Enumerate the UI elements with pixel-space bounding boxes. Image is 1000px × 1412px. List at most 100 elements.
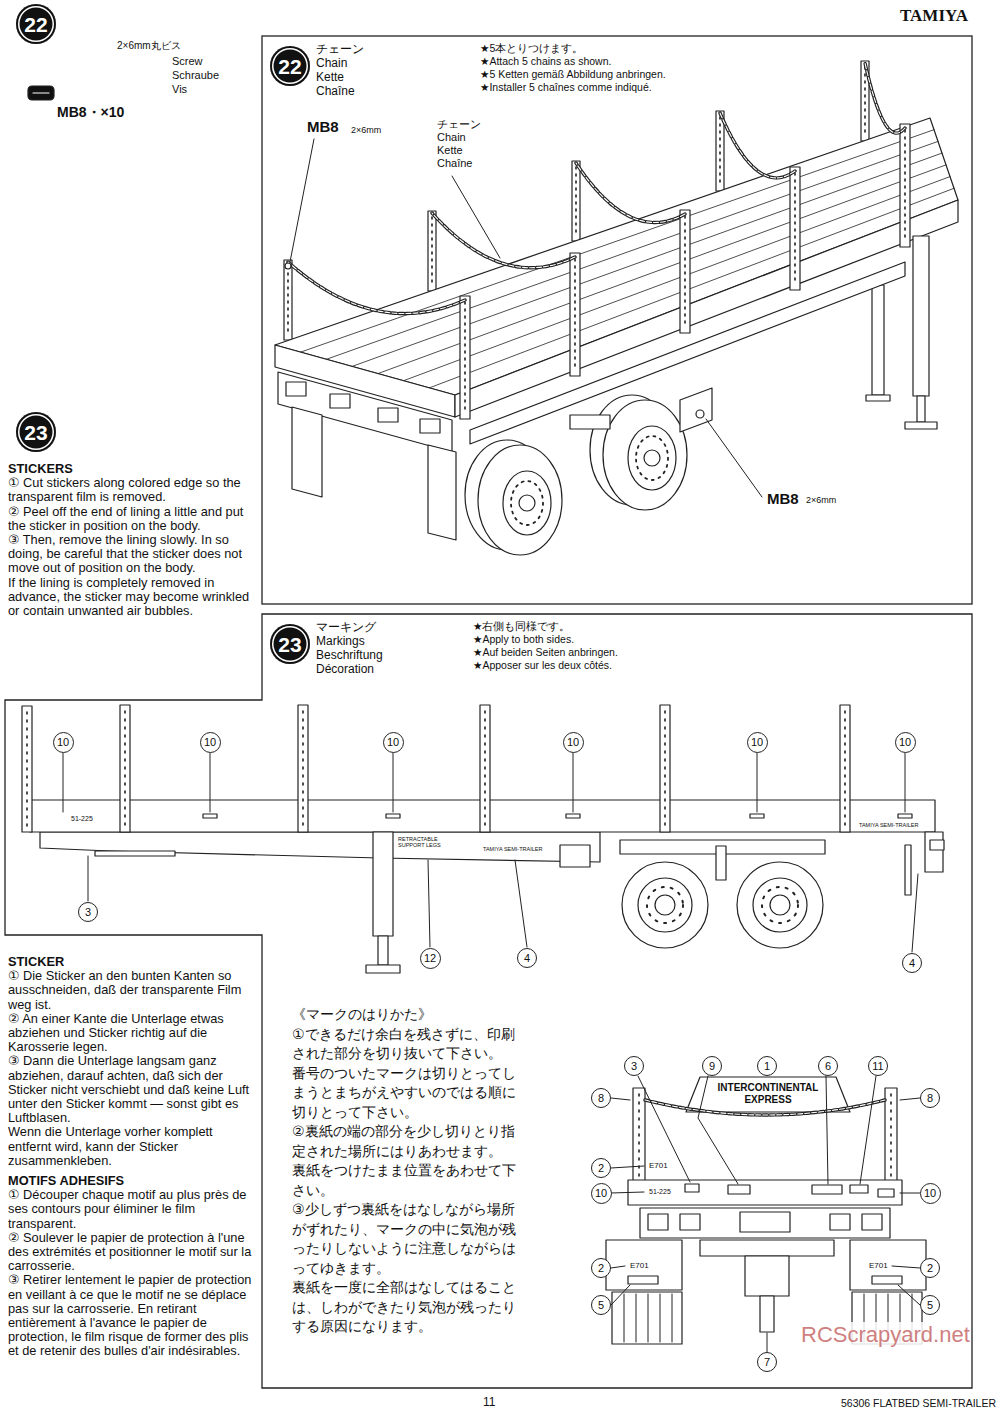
callout-number: 3 [624,1056,644,1076]
step-number-text: 23 [278,634,301,655]
brand-name: TAMIYA [900,6,968,26]
step-note: ★5本とりつけます。 [480,42,583,55]
step-number: 22 [270,46,310,86]
callout-number-text: 4 [524,953,530,964]
part-name: Screw Schraube Vis [172,54,230,96]
step-number: 23 [16,412,56,452]
callout-number-text: 8 [927,1093,933,1104]
callout-number: 10 [920,1183,941,1204]
sticker-text: E701 [629,1261,650,1270]
callout-number: 11 [868,1056,888,1076]
trailer-rear-view [606,1077,926,1344]
callout-number: 8 [591,1088,611,1108]
sticker-text: INTERCONTINENTAL EXPRESS [713,1082,823,1106]
callout-number: 7 [757,1352,777,1372]
sticker-text: RETRACTABLE SUPPORT LEGS [397,836,447,849]
step-note: ★5 Ketten gemäß Abbildung anbringen. [480,68,666,81]
callout-number: 12 [420,948,441,969]
instruction-text: ① Découper chaque motif au plus près de … [8,1188,258,1231]
callout-number: 2 [591,1258,611,1278]
step-note: ★Apposer sur les deux côtés. [473,659,612,672]
callout-number: 10 [747,732,768,753]
callout-number: 10 [563,732,584,753]
callout-number: 3 [78,902,98,922]
callout-number-text: 10 [751,737,763,748]
panel-outline [5,614,972,1388]
callout-number: 5 [920,1295,940,1315]
part-size: 2×6mm [805,495,837,505]
callout-number-text: 8 [598,1093,604,1104]
callout-number: 6 [818,1056,838,1076]
part-code: MB8 [766,490,800,507]
page-number: 11 [483,1396,495,1410]
callout-number: 5 [591,1295,611,1315]
step-panel: マーキング Markings Beschriftung Décoration★右… [5,614,972,1388]
instruction-text: ② Peel off the end of lining a little an… [8,505,258,533]
footer-text: 56306 FLATBED SEMI-TRAILER [841,1397,996,1409]
sticker-text: TAMIYA SEMI-TRAILER [482,846,543,852]
instruction-text: ③ Retirer lentement le papier de protect… [8,1273,258,1358]
callout-number: 9 [702,1056,722,1076]
step-number-text: 22 [24,14,47,35]
step-heading: マーキング Markings Beschriftung Décoration [316,620,398,676]
instruction-text: ① Die Sticker an den bunten Kanten so au… [8,969,258,1012]
callout-number-text: 6 [825,1061,831,1072]
step-note: ★Auf beiden Seiten anbringen. [473,646,618,659]
callout-number: 10 [53,732,74,753]
panel-outline [5,614,972,1388]
instruction-text: ①できるだけ余白を残さずに、印刷された部分を切り抜いて下さい。 [292,1025,518,1064]
callout-number: 10 [383,732,404,753]
part-code: MB8・×10 [57,104,124,120]
step-note: ★Attach 5 chains as shown. [480,55,611,68]
section-heading: 《マークのはりかた》 [292,1005,518,1025]
step-number-text: 22 [278,56,301,77]
instruction-text: 番号のついたマークは切りとってしまうとまちがえやすいのではる順に切りとって下さい… [292,1064,518,1123]
instruction-text: 裏紙を一度に全部はなしてはることは、しわができたり気泡が残ったりする原因になりま… [292,1278,518,1337]
step-panel: チェーン Chain Kette Chaîne★5本とりつけます。★Attach… [262,36,972,604]
instruction-text: Wenn die Unterlage vorher komplett entfe… [8,1125,258,1168]
callout-number-text: 10 [899,737,911,748]
callout-number: 10 [591,1183,612,1204]
step-note: ★Apply to both sides. [473,633,574,646]
callout-number-text: 4 [909,958,915,969]
callout-number: 2 [920,1258,940,1278]
part-size: 2×6mm [350,125,382,135]
leader-lines [63,753,920,1352]
text-column: STICKER① Die Sticker an den bunten Kante… [8,955,258,1359]
callout-number-text: 7 [764,1357,770,1368]
callout-number-text: 10 [595,1188,607,1199]
callout-number-text: 10 [567,737,579,748]
instruction-text: ③ Then, remove the lining slowly. In so … [8,533,258,576]
callout-number-text: 12 [424,953,436,964]
callout-number-text: 5 [927,1300,933,1311]
callout-number-text: 10 [204,737,216,748]
trailer-side-view [22,705,944,973]
callout-number-text: 5 [598,1300,604,1311]
callout-number: 8 [920,1088,940,1108]
callout-number-text: 11 [872,1061,883,1072]
instruction-text: ③少しずつ裏紙をはなしながら場所がずれたり、マークの中に気泡が残ったりしないよう… [292,1200,518,1278]
callout-number-text: 9 [709,1061,715,1072]
part-code: MB8 [306,118,340,135]
section-heading: STICKERS [8,462,258,476]
chain [288,63,905,314]
callout-number: 1 [757,1056,777,1076]
instruction-text: ① Cut stickers along colored edge so the… [8,476,258,504]
sticker-text: 51-225 [648,1188,672,1196]
callout-number-text: 2 [927,1263,933,1274]
callout-number: 10 [200,732,221,753]
panel-outline [262,36,972,604]
step-number: 23 [270,624,310,664]
sticker-text: 51-225 [70,815,94,823]
trailer-perspective [275,61,958,555]
callout-number: 4 [902,953,922,973]
sticker-text: E701 [648,1161,669,1170]
step-note: ★Installer 5 chaînes comme indiqué. [480,81,652,94]
callout-number-text: 1 [764,1061,770,1072]
sticker-text: E701 [868,1261,889,1270]
callout-number-text: 3 [631,1061,637,1072]
screw-icon [28,86,54,100]
callout-number-text: 2 [598,1163,604,1174]
callout-number-text: 10 [924,1188,936,1199]
